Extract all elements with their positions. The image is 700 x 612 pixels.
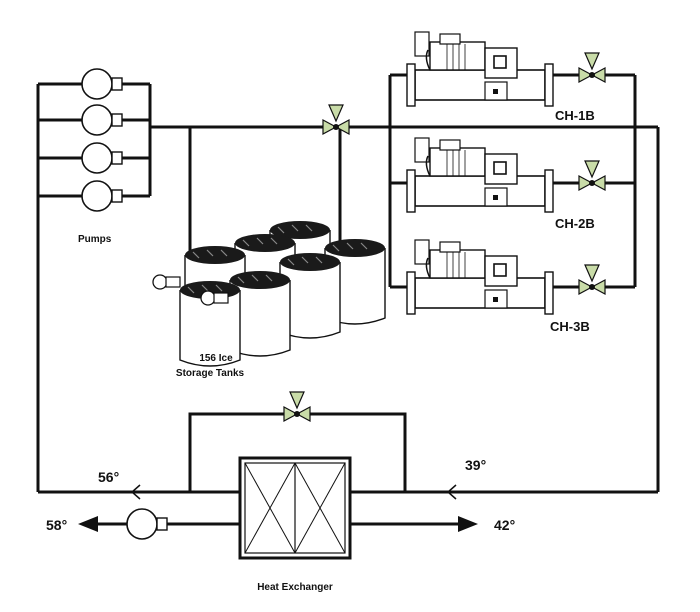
flow-arrow-icon [130,484,141,500]
temp-return-right: 39° [465,457,486,473]
pump-icon[interactable] [81,180,123,212]
chiller-icon[interactable] [406,137,554,213]
chiller-3-label: CH-3B [550,319,590,334]
valve-icon[interactable] [578,52,606,83]
tanks-label-line1: 156 Ice [199,353,233,364]
temp-out-left: 58° [46,517,67,533]
pump-icon[interactable] [81,68,123,100]
chiller-1-label: CH-1B [555,108,595,123]
heat-exchanger-label: Heat Exchanger [257,582,333,593]
chiller-icon[interactable] [406,31,554,107]
valve-icon[interactable] [283,391,311,422]
valve-icon[interactable] [322,104,350,135]
ice-storage-tanks [152,127,386,367]
pump-icon[interactable] [81,142,123,174]
flow-arrow-icon [446,484,457,500]
temp-out-right: 42° [494,517,515,533]
tanks-label-line2: Storage Tanks [176,368,245,379]
pump-icon[interactable] [126,508,168,540]
pumps-label: Pumps [78,234,112,245]
valve-icon[interactable] [578,160,606,191]
flow-arrow-icon [78,516,98,532]
pump-manifold [38,68,152,212]
chiller-bank [388,31,637,315]
temp-supply-left: 56° [98,469,119,485]
heat-exchanger-icon[interactable] [238,456,352,560]
chiller-icon[interactable] [406,239,554,315]
flow-arrow-icon [458,516,478,532]
valve-icon[interactable] [578,264,606,295]
chiller-2-label: CH-2B [555,216,595,231]
pump-icon[interactable] [81,104,123,136]
